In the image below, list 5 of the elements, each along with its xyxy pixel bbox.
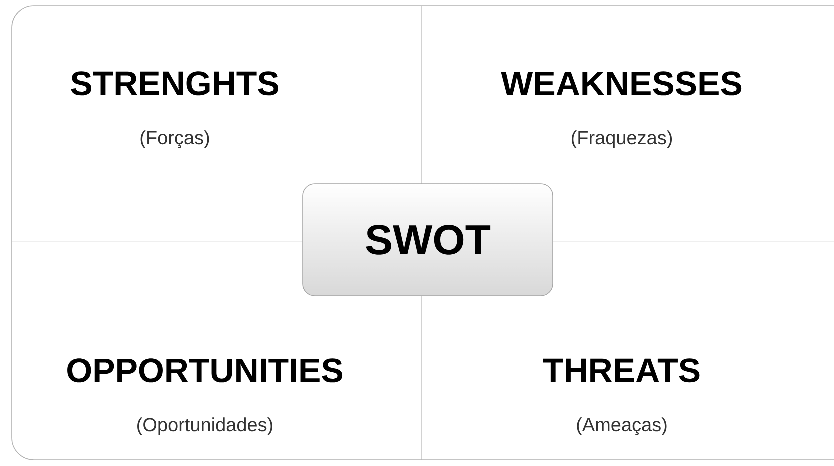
quadrant-text: STRENGHTS (Forças) [71, 72, 278, 148]
center-box: SWOT [302, 184, 554, 296]
quadrant-text: WEAKNESSES (Fraquezas) [501, 72, 742, 148]
quadrant-text: THREATS (Ameaças) [543, 358, 700, 436]
quadrant-text: OPPORTUNITIES (Oportunidades) [68, 358, 343, 436]
